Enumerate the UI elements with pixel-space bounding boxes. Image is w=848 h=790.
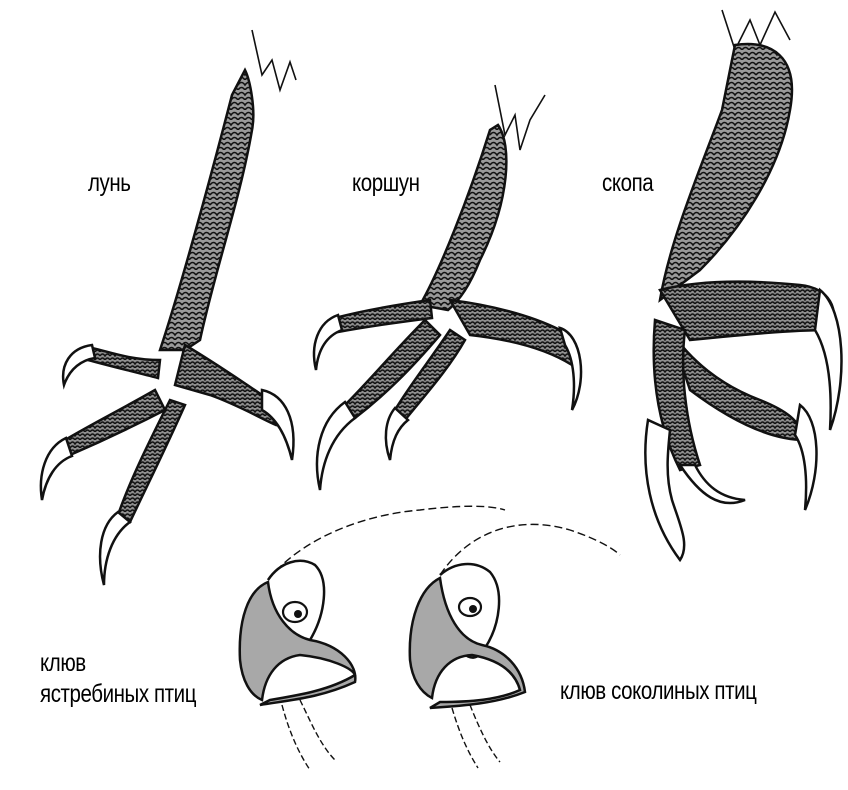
harrier-foot <box>41 30 296 585</box>
label-harrier: лунь <box>88 168 131 199</box>
label-kite: коршун <box>352 168 420 199</box>
label-hawk-beak-line1: клюв <box>40 648 196 679</box>
label-osprey: скопа <box>602 168 653 199</box>
label-hawk-beak: клюв ястребиных птиц <box>40 648 196 711</box>
falcon-beak-drawing <box>410 524 620 768</box>
label-hawk-beak-line2: ястребиных птиц <box>40 679 196 710</box>
label-falcon-beak: клюв соколиных птиц <box>560 676 756 707</box>
osprey-foot <box>645 10 841 560</box>
kite-foot <box>314 85 581 490</box>
